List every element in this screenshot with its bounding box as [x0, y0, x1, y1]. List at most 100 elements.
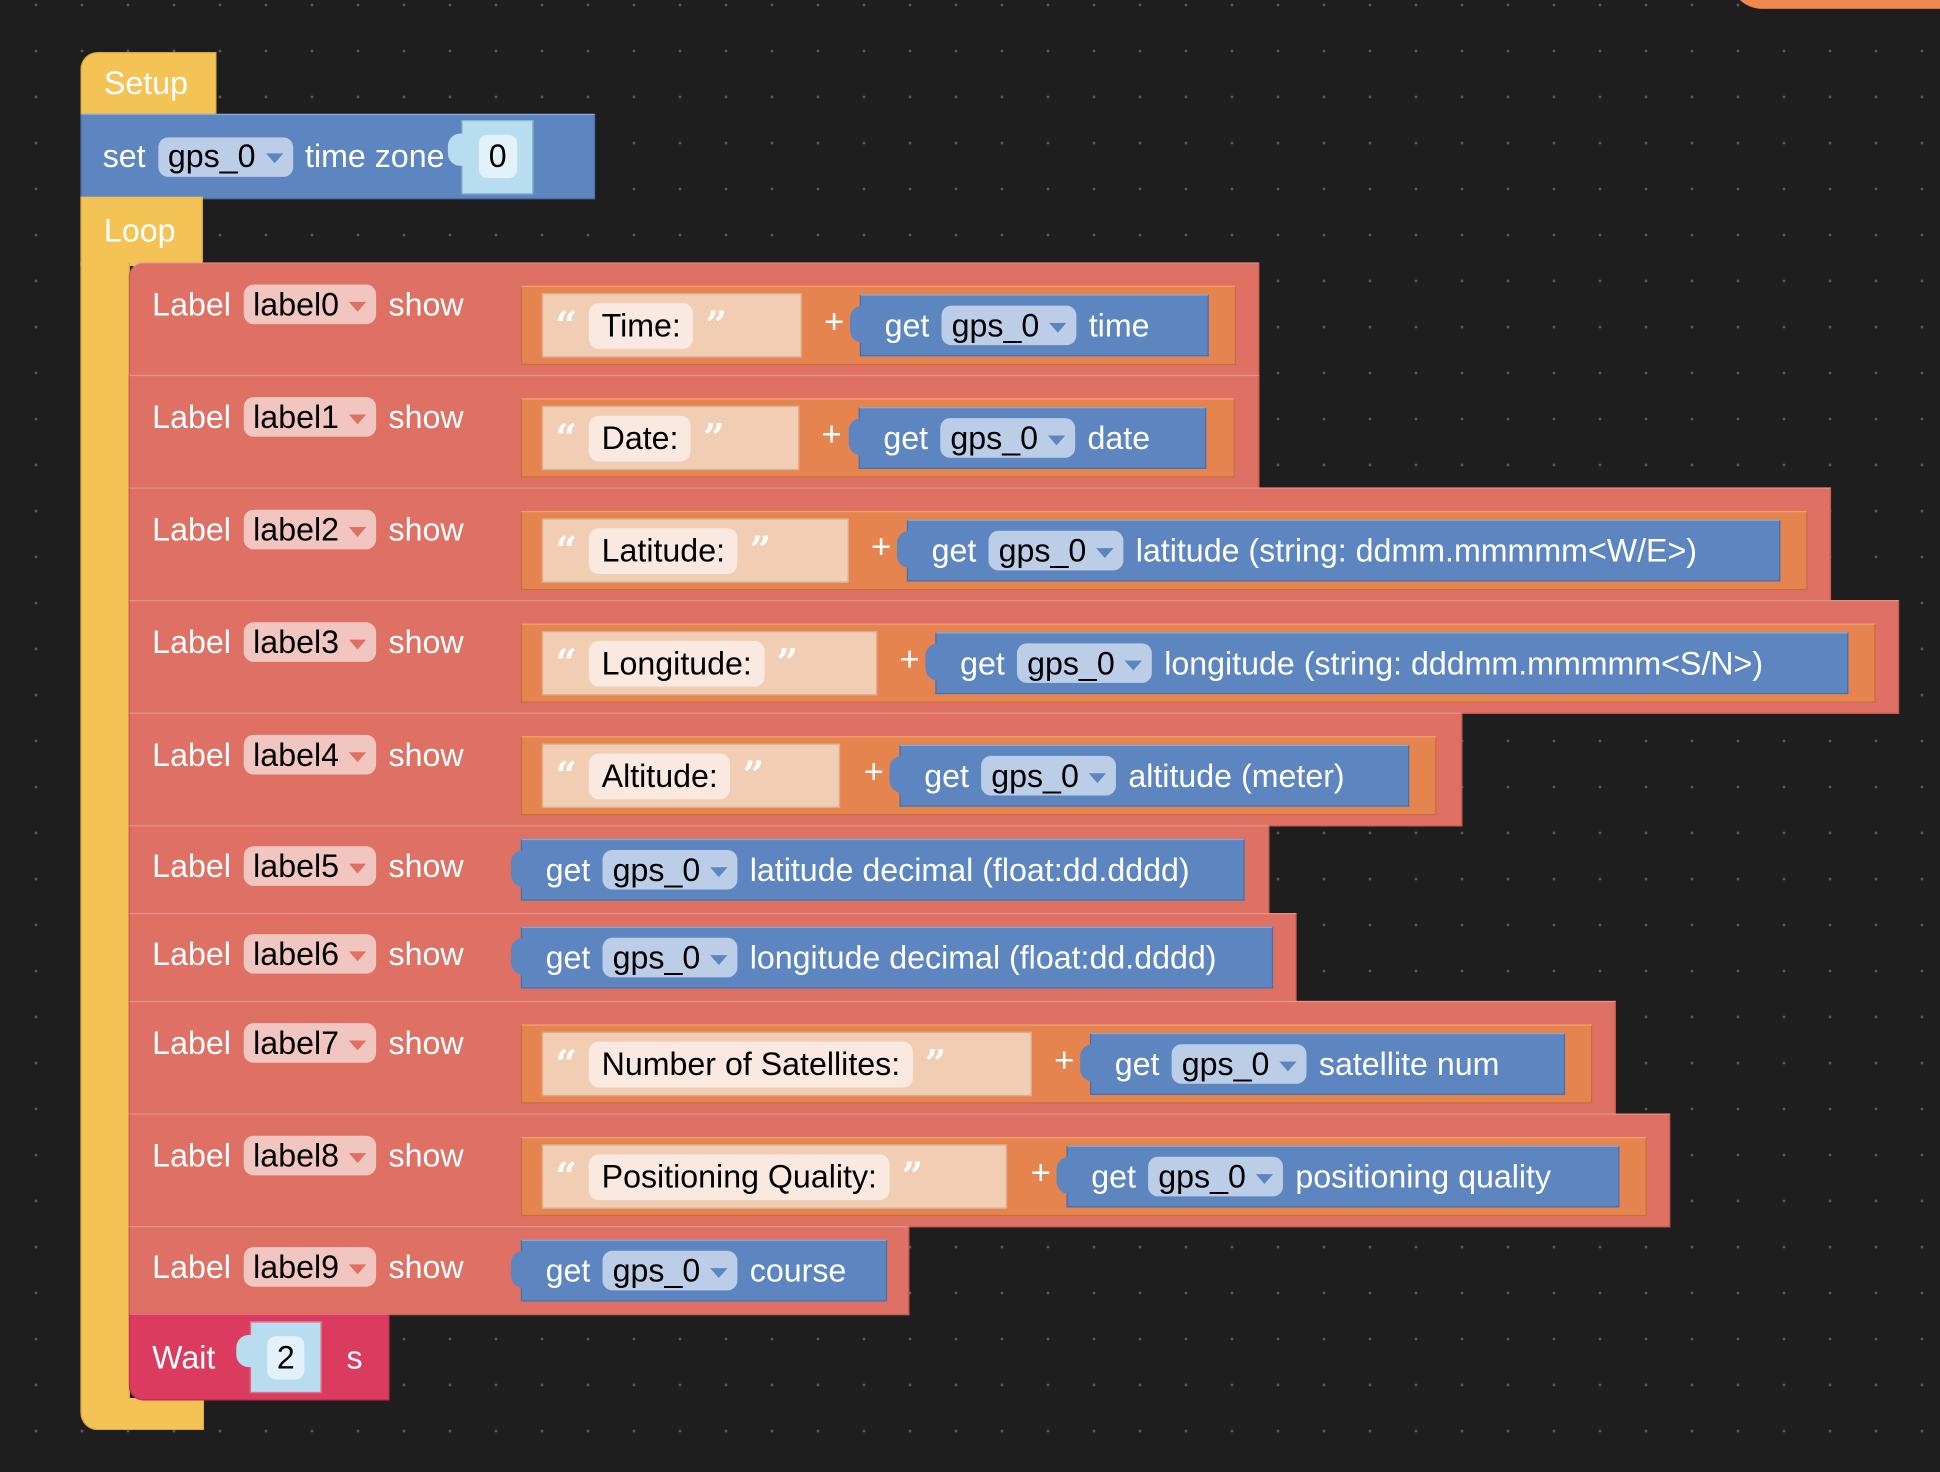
device-dropdown[interactable]: gps_0: [1171, 1044, 1307, 1084]
text-string-block[interactable]: “ Positioning Quality: ”: [541, 1144, 1008, 1209]
open-quote-icon: “: [555, 303, 577, 348]
text-join-block[interactable]: “ Date: ” + get gps_0 date: [520, 398, 1235, 478]
number-socket[interactable]: 2: [236, 1321, 322, 1394]
label-dropdown[interactable]: label9: [243, 1247, 377, 1287]
text-join-block[interactable]: “ Time: ” + get gps_0 time: [520, 285, 1236, 365]
chevron-down-icon: [348, 751, 367, 762]
text-join-block[interactable]: “ Positioning Quality: ” + get gps_0 pos…: [520, 1136, 1647, 1217]
label-show-block[interactable]: Label label0 show “ Time: ” + get gps_0 …: [128, 262, 1260, 377]
text-input-field[interactable]: Latitude:: [589, 527, 738, 574]
loop-c-arm: [80, 262, 130, 1413]
show-keyword: show: [388, 285, 464, 323]
label-dropdown[interactable]: label2: [243, 509, 377, 550]
label-show-block[interactable]: Label label9 show get gps_0 course: [128, 1226, 910, 1316]
text-input-field[interactable]: Positioning Quality:: [589, 1153, 890, 1200]
label-dropdown[interactable]: label5: [243, 846, 377, 886]
label-show-block[interactable]: Label label5 show get gps_0 latitude dec…: [128, 825, 1270, 915]
text-string-block[interactable]: “ Date: ”: [541, 405, 800, 471]
gps-get-block[interactable]: get gps_0 positioning quality: [1056, 1145, 1620, 1208]
get-keyword: get: [1091, 1157, 1136, 1195]
text-input-field[interactable]: Longitude:: [589, 640, 765, 687]
get-keyword: get: [960, 643, 1005, 682]
label-dropdown[interactable]: label3: [243, 622, 377, 662]
label-dropdown[interactable]: label7: [243, 1023, 377, 1063]
label-show-block[interactable]: Label label4 show “ Altitude: ” + get gp…: [128, 712, 1463, 827]
label-dropdown-value: label9: [253, 1247, 340, 1285]
close-quote-icon: ”: [924, 1042, 947, 1086]
device-dropdown[interactable]: gps_0: [1148, 1156, 1283, 1197]
chevron-down-icon: [710, 1267, 728, 1278]
text-join-block[interactable]: “ Number of Satellites: ” + get gps_0 sa…: [520, 1024, 1593, 1104]
set-timezone-block[interactable]: set gps_0 time zone 0: [80, 113, 596, 200]
get-keyword: get: [931, 531, 977, 569]
device-dropdown[interactable]: gps_0: [988, 530, 1124, 571]
chevron-down-icon: [348, 301, 367, 312]
label-keyword: Label: [152, 846, 231, 884]
gps-get-block[interactable]: get gps_0 longitude (string: dddmm.mmmmm…: [925, 632, 1849, 695]
gps-get-block[interactable]: get gps_0 date: [848, 407, 1207, 469]
text-input-field[interactable]: Time:: [589, 302, 694, 349]
label-dropdown[interactable]: label8: [243, 1135, 377, 1176]
device-dropdown[interactable]: gps_0: [157, 136, 293, 177]
text-join-block[interactable]: “ Latitude: ” + get gps_0 latitude (stri…: [520, 510, 1808, 591]
text-input-field[interactable]: Number of Satellites:: [589, 1041, 913, 1087]
chevron-down-icon: [348, 1152, 367, 1163]
loop-label: Loop: [103, 211, 176, 249]
text-string-block[interactable]: “ Time: ”: [541, 293, 802, 358]
gps-property: course: [749, 1251, 847, 1289]
chevron-down-icon: [348, 950, 367, 961]
device-dropdown[interactable]: gps_0: [602, 1250, 738, 1291]
gps-get-block[interactable]: get gps_0 satellite num: [1080, 1033, 1566, 1095]
wait-block[interactable]: Wait 2 s: [128, 1313, 390, 1401]
show-keyword: show: [388, 1136, 464, 1174]
text-string-block[interactable]: “ Altitude: ”: [541, 743, 841, 808]
gps-get-block[interactable]: get gps_0 latitude (string: ddmm.mmmmm<W…: [896, 519, 1781, 582]
text-string-block[interactable]: “ Longitude: ”: [541, 630, 878, 696]
label-show-block[interactable]: Label label6 show get gps_0 longitude de…: [128, 913, 1297, 1003]
chevron-down-icon: [1255, 1173, 1274, 1184]
gps-property: longitude decimal (float:dd.dddd): [749, 938, 1217, 976]
gps-get-block[interactable]: get gps_0 time: [849, 294, 1209, 357]
device-dropdown[interactable]: gps_0: [981, 755, 1116, 796]
label-dropdown-value: label7: [253, 1023, 340, 1061]
label-dropdown[interactable]: label4: [243, 734, 377, 775]
chevron-down-icon: [265, 153, 283, 164]
wait-seconds-field[interactable]: 2: [267, 1335, 305, 1379]
gps-get-block[interactable]: get gps_0 altitude (meter): [889, 744, 1410, 807]
setup-label: Setup: [103, 64, 188, 102]
offscreen-block-edge[interactable]: [1729, 0, 1940, 9]
label-show-block[interactable]: Label label1 show “ Date: ” + get gps_0 …: [128, 374, 1260, 489]
device-dropdown[interactable]: gps_0: [602, 849, 738, 890]
label-dropdown[interactable]: label0: [243, 284, 377, 325]
gps-property: satellite num: [1318, 1044, 1500, 1082]
setup-event-block[interactable]: Setup: [80, 51, 217, 117]
timezone-number-field[interactable]: 0: [478, 134, 517, 179]
gps-get-block[interactable]: get gps_0 latitude decimal (float:dd.ddd…: [510, 838, 1245, 901]
text-join-block[interactable]: “ Altitude: ” + get gps_0 altitude (mete…: [520, 736, 1437, 816]
text-input-field[interactable]: Altitude:: [589, 752, 731, 799]
property-label: time zone: [305, 137, 445, 175]
text-string-block[interactable]: “ Latitude: ”: [541, 518, 849, 583]
device-dropdown[interactable]: gps_0: [940, 418, 1076, 458]
label-dropdown-value: label3: [253, 622, 340, 661]
loop-event-block[interactable]: Loop: [80, 196, 203, 266]
label-show-block[interactable]: Label label2 show “ Latitude: ” + get gp…: [128, 487, 1832, 602]
chevron-down-icon: [348, 862, 367, 873]
text-join-block[interactable]: “ Longitude: ” + get gps_0 longitude (st…: [520, 623, 1876, 703]
device-dropdown[interactable]: gps_0: [602, 937, 738, 978]
text-string-block[interactable]: “ Number of Satellites: ”: [541, 1031, 1032, 1097]
gps-get-block[interactable]: get gps_0 course: [510, 1239, 888, 1302]
number-socket[interactable]: 0: [448, 119, 534, 194]
device-dropdown[interactable]: gps_0: [1017, 643, 1152, 683]
device-dropdown[interactable]: gps_0: [941, 305, 1077, 346]
label-show-block[interactable]: Label label8 show “ Positioning Quality:…: [128, 1113, 1671, 1228]
set-keyword: set: [102, 137, 146, 175]
label-keyword: Label: [152, 1023, 231, 1061]
label-dropdown[interactable]: label1: [243, 397, 377, 437]
text-input-field[interactable]: Date:: [589, 415, 691, 461]
label-dropdown[interactable]: label6: [243, 934, 377, 974]
gps-get-block[interactable]: get gps_0 longitude decimal (float:dd.dd…: [510, 926, 1274, 989]
label-show-block[interactable]: Label label7 show “ Number of Satellites…: [128, 1000, 1616, 1115]
label-show-block[interactable]: Label label3 show “ Longitude: ” + get g…: [128, 600, 1900, 714]
